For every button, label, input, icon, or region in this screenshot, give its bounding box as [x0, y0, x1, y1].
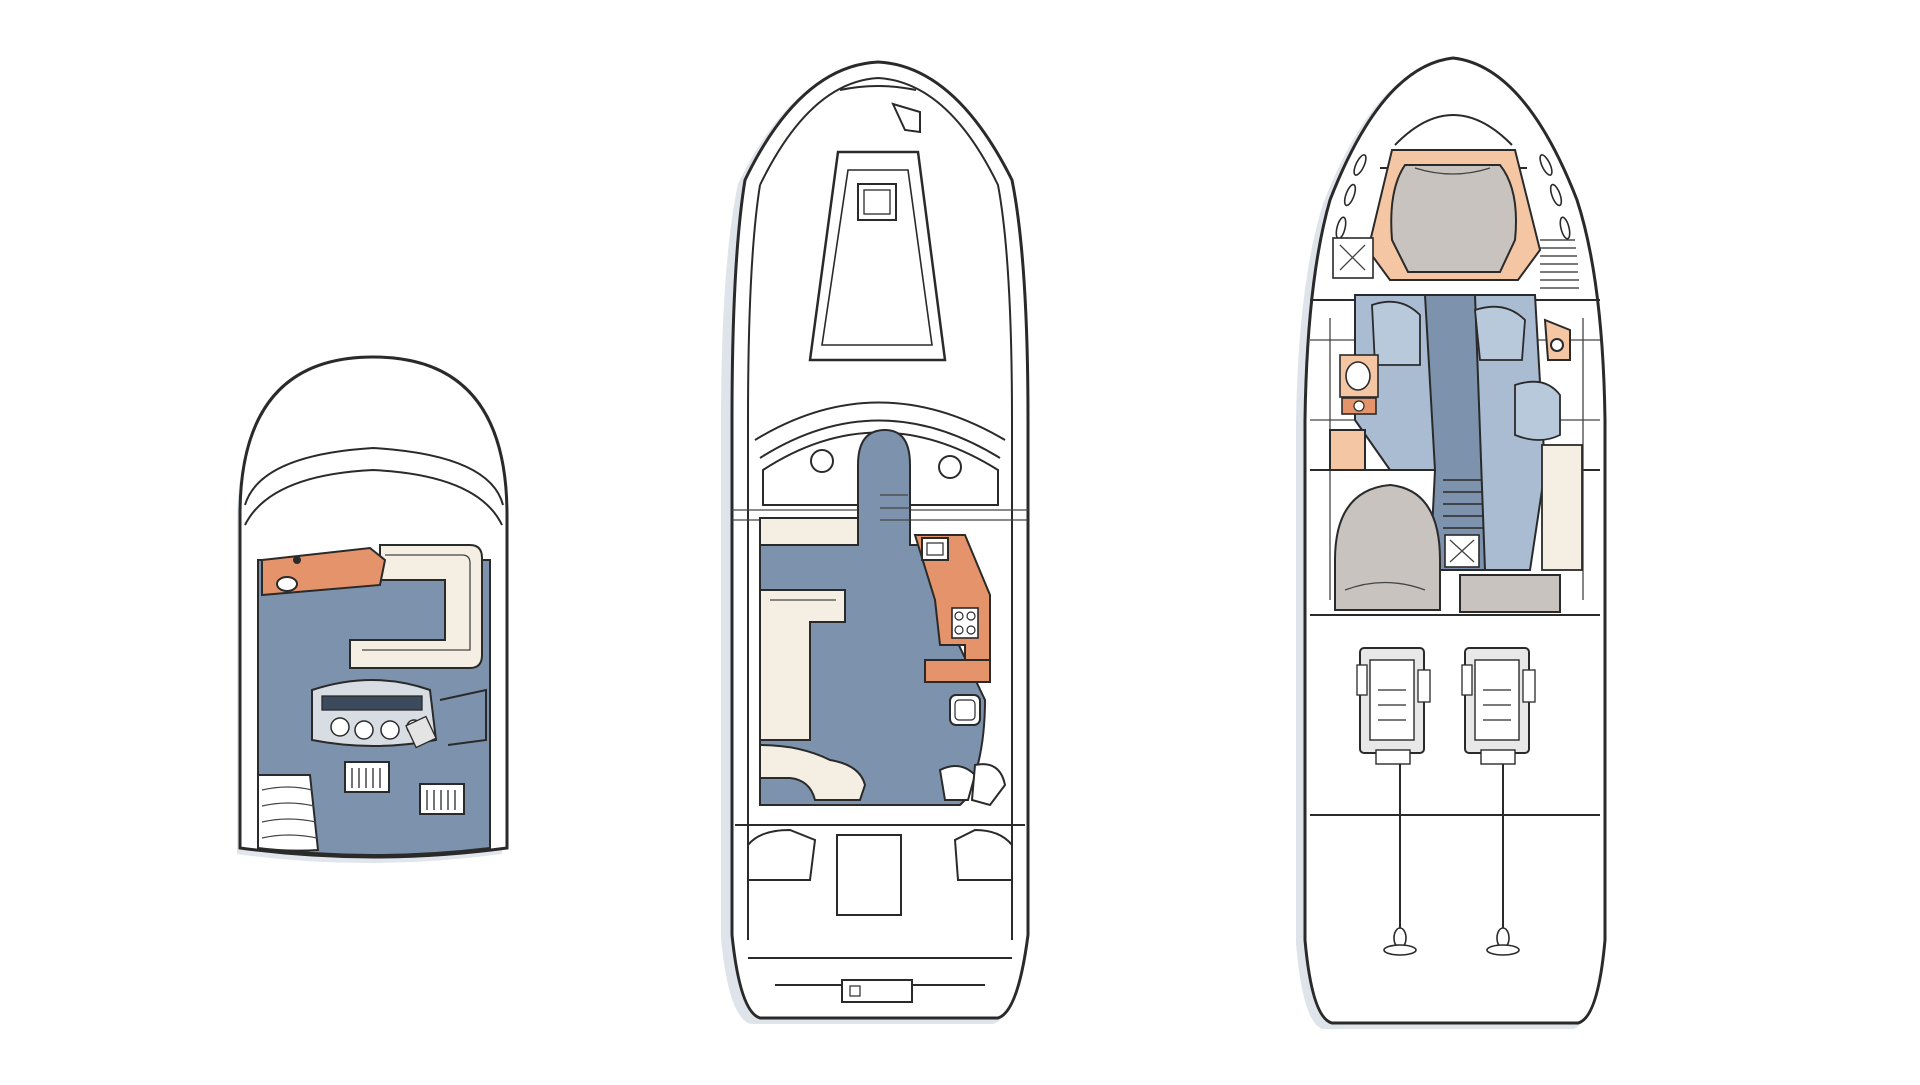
- dinette-l-cushion: [759, 589, 846, 741]
- hanging-locker: [1541, 444, 1583, 571]
- cockpit-starboard-step: [953, 828, 1013, 881]
- starboard-ribs: [1540, 239, 1579, 289]
- roof-arch: [244, 446, 504, 506]
- floor-stair-lines: [880, 494, 910, 521]
- main-deck-plan: [721, 60, 1030, 1024]
- hardtop-bridge-plan: [237, 355, 509, 863]
- helm-seat-icon: [949, 694, 981, 726]
- helm-wheel: [938, 765, 977, 801]
- galley-sink-icon: [921, 537, 949, 561]
- companionway-stairs: [1443, 479, 1483, 529]
- port-locker: [1332, 237, 1374, 279]
- head-toilet-icon: [1339, 354, 1379, 415]
- galley-sink-basin: [926, 542, 944, 556]
- cup-holder-icon: [276, 576, 298, 592]
- engine-hatch: [836, 834, 902, 916]
- starboard-settee: [1474, 305, 1526, 361]
- dinette-back-cushion: [759, 517, 859, 546]
- cabinet-knob: [1550, 338, 1564, 352]
- portholes-starboard: [1539, 154, 1571, 240]
- cockpit-port-step: [747, 828, 817, 881]
- bow-inner-line: [1394, 114, 1513, 146]
- ladder-steps-icon: [257, 774, 320, 852]
- windshield-inner: [759, 419, 1001, 459]
- bow-pulpit: [839, 85, 917, 91]
- aft-berth-icon: [1334, 483, 1441, 611]
- deck-hatch-icon-2: [938, 455, 962, 479]
- roof-arch-inner: [244, 468, 503, 526]
- bridge-lounge-cushion: [349, 544, 483, 669]
- forward-berth-pillows: [1414, 167, 1491, 175]
- engine-icon-2: [1461, 647, 1536, 765]
- transom-door-icon: [841, 979, 913, 1003]
- port-settee: [1371, 300, 1421, 366]
- lower-deck-plan: [1296, 56, 1607, 1029]
- starboard-chair: [1514, 380, 1561, 441]
- aft-hatch: [1444, 534, 1480, 568]
- cushion-stitch: [362, 554, 471, 651]
- portholes-port: [1335, 154, 1367, 240]
- companionway-floor: [1423, 294, 1487, 571]
- port-cabinet: [1329, 429, 1366, 471]
- foredeck-hatch-icon: [808, 150, 947, 362]
- propeller-icon: [1383, 927, 1417, 956]
- windshield-outer: [754, 401, 1006, 441]
- deck-hatch-icon: [810, 449, 834, 473]
- seat-dot: [293, 556, 301, 564]
- aft-berth-pillow: [1344, 581, 1426, 591]
- galley-side-panel: [924, 659, 991, 683]
- aft-berth-2: [1459, 574, 1561, 613]
- helm-seat-2: [970, 763, 1007, 807]
- gunwale-inner-port: [747, 184, 761, 940]
- grab-hatch-icon: [344, 761, 465, 815]
- gunwale-inner: [759, 76, 1013, 940]
- aft-lounge-cushion: [759, 743, 867, 801]
- bridge-side-panel: [439, 688, 487, 746]
- forward-berth-icon: [1390, 164, 1517, 273]
- engine-icon: [1356, 647, 1431, 765]
- propeller-icon-2: [1486, 927, 1520, 956]
- anchor-locker: [891, 102, 921, 134]
- cooktop-icon: [951, 607, 979, 639]
- helm-console-icon: [311, 679, 438, 749]
